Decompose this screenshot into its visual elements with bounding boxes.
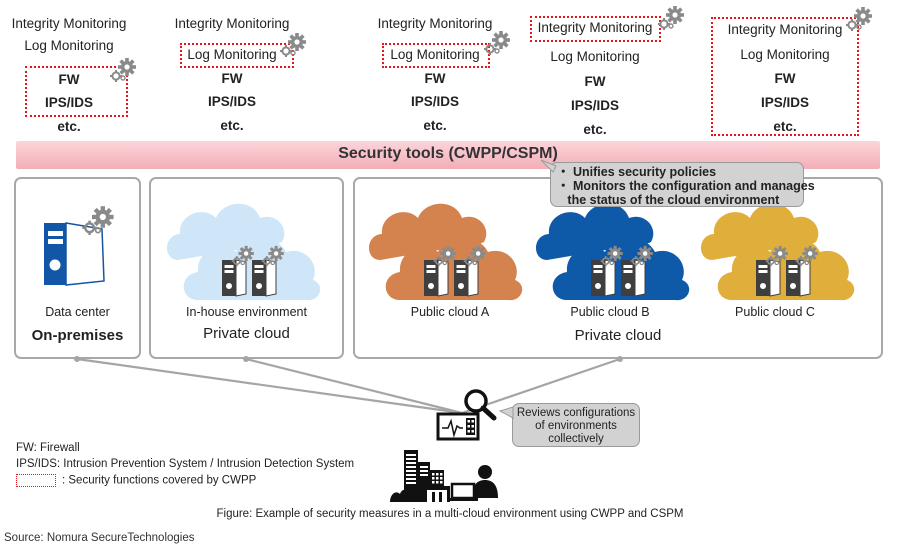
function-etc: etc.: [220, 118, 244, 133]
function-integrity-monitoring: Integrity Monitoring: [537, 20, 653, 35]
function-ips-ids: IPS/IDS: [570, 98, 619, 113]
connector-on-premises: [76, 357, 463, 415]
function-etc: etc.: [583, 122, 607, 137]
callout-item: the status of the cloud environment: [557, 193, 780, 207]
function-log-monitoring: Log Monitoring: [740, 47, 830, 62]
legend-cwpp-text: : Security functions covered by CWPP: [62, 474, 257, 487]
function-fw: FW: [58, 72, 80, 87]
callout-pointer: [540, 159, 557, 173]
function-ips-ids: IPS/IDS: [207, 94, 256, 109]
legend-cwpp-coverage: : Security functions covered by CWPP: [16, 474, 256, 487]
buildings-icon: [390, 450, 450, 502]
legend-dotted-box: [16, 474, 56, 487]
function-column-public-cloud-b: Integrity Monitoring Log Monitoring FW I…: [530, 18, 660, 143]
function-log-monitoring: Log Monitoring: [390, 47, 480, 62]
function-log-monitoring: Log Monitoring: [24, 38, 114, 53]
cwpp-coverage-box: [711, 17, 859, 136]
function-etc: etc.: [423, 118, 447, 133]
function-ips-ids: IPS/IDS: [760, 95, 809, 110]
cwpp-cspm-callout: ・ Unifies security policies ・ Monitors t…: [550, 162, 815, 207]
function-column-public-cloud-c: Integrity Monitoring Log Monitoring FW I…: [711, 18, 859, 143]
cwpp-coverage-box: [25, 66, 128, 117]
function-etc: etc.: [57, 119, 81, 134]
connector-public-clouds: [461, 357, 621, 415]
magnifier-icon: [464, 389, 497, 421]
public-cloud-c-label: Public cloud C: [735, 305, 815, 319]
figure-caption: Figure: Example of security measures in …: [216, 508, 684, 520]
public-group-label: Private cloud: [574, 327, 662, 344]
in-house-environment-label: In-house environment: [186, 305, 307, 319]
function-integrity-monitoring: Integrity Monitoring: [174, 16, 290, 31]
function-fw: FW: [221, 71, 243, 86]
cwpp-coverage-box: [530, 16, 661, 42]
function-fw: FW: [584, 74, 606, 89]
function-fw: FW: [774, 71, 796, 86]
function-log-monitoring: Log Monitoring: [550, 49, 640, 64]
monitor-icon: [436, 412, 480, 441]
admin-callout-pointer: [498, 406, 514, 419]
function-column-on-premises: Integrity Monitoring Log Monitoring FW I…: [4, 16, 134, 141]
admin-callout-line: Reviews configurations: [516, 407, 636, 419]
callout-item: ・ Monitors the configuration and manages: [557, 179, 815, 193]
public-cloud-b-label: Public cloud B: [570, 305, 650, 319]
operator-icon: [450, 465, 498, 501]
connector-private-cloud: [245, 357, 463, 415]
admin-callout-line: collectively: [548, 433, 604, 445]
figure-source: Source: Nomura SecureTechnologies: [4, 532, 195, 544]
legend-ips-ids: IPS/IDS: Intrusion Prevention System / I…: [16, 458, 355, 470]
data-center-label: Data center: [45, 305, 110, 319]
on-premises-label: On-premises: [31, 327, 124, 344]
function-integrity-monitoring: Integrity Monitoring: [727, 22, 843, 37]
callout-item: ・ Unifies security policies: [557, 165, 717, 179]
function-log-monitoring: Log Monitoring: [187, 47, 277, 62]
function-integrity-monitoring: Integrity Monitoring: [11, 16, 127, 31]
security-tools-label: Security tools (CWPP/CSPM): [338, 145, 558, 162]
function-etc: etc.: [773, 119, 797, 134]
data-center-server-icon: [44, 205, 120, 286]
admin-callout: Reviews configurations of environments c…: [512, 403, 640, 447]
function-integrity-monitoring: Integrity Monitoring: [377, 16, 493, 31]
function-fw: FW: [424, 71, 446, 86]
cwpp-coverage-box: [382, 43, 490, 68]
function-column-public-cloud-a: Integrity Monitoring Log Monitoring FW I…: [370, 16, 500, 141]
private-cloud-label: Private cloud: [203, 325, 290, 342]
function-ips-ids: IPS/IDS: [44, 95, 93, 110]
function-column-private-cloud: Integrity Monitoring Log Monitoring FW I…: [167, 16, 297, 141]
legend-fw: FW: Firewall: [16, 442, 80, 454]
admin-callout-line: of environments: [535, 420, 617, 432]
function-ips-ids: IPS/IDS: [410, 94, 459, 109]
public-cloud-a-label: Public cloud A: [410, 305, 490, 319]
admin-monitoring-icon: [390, 389, 498, 502]
